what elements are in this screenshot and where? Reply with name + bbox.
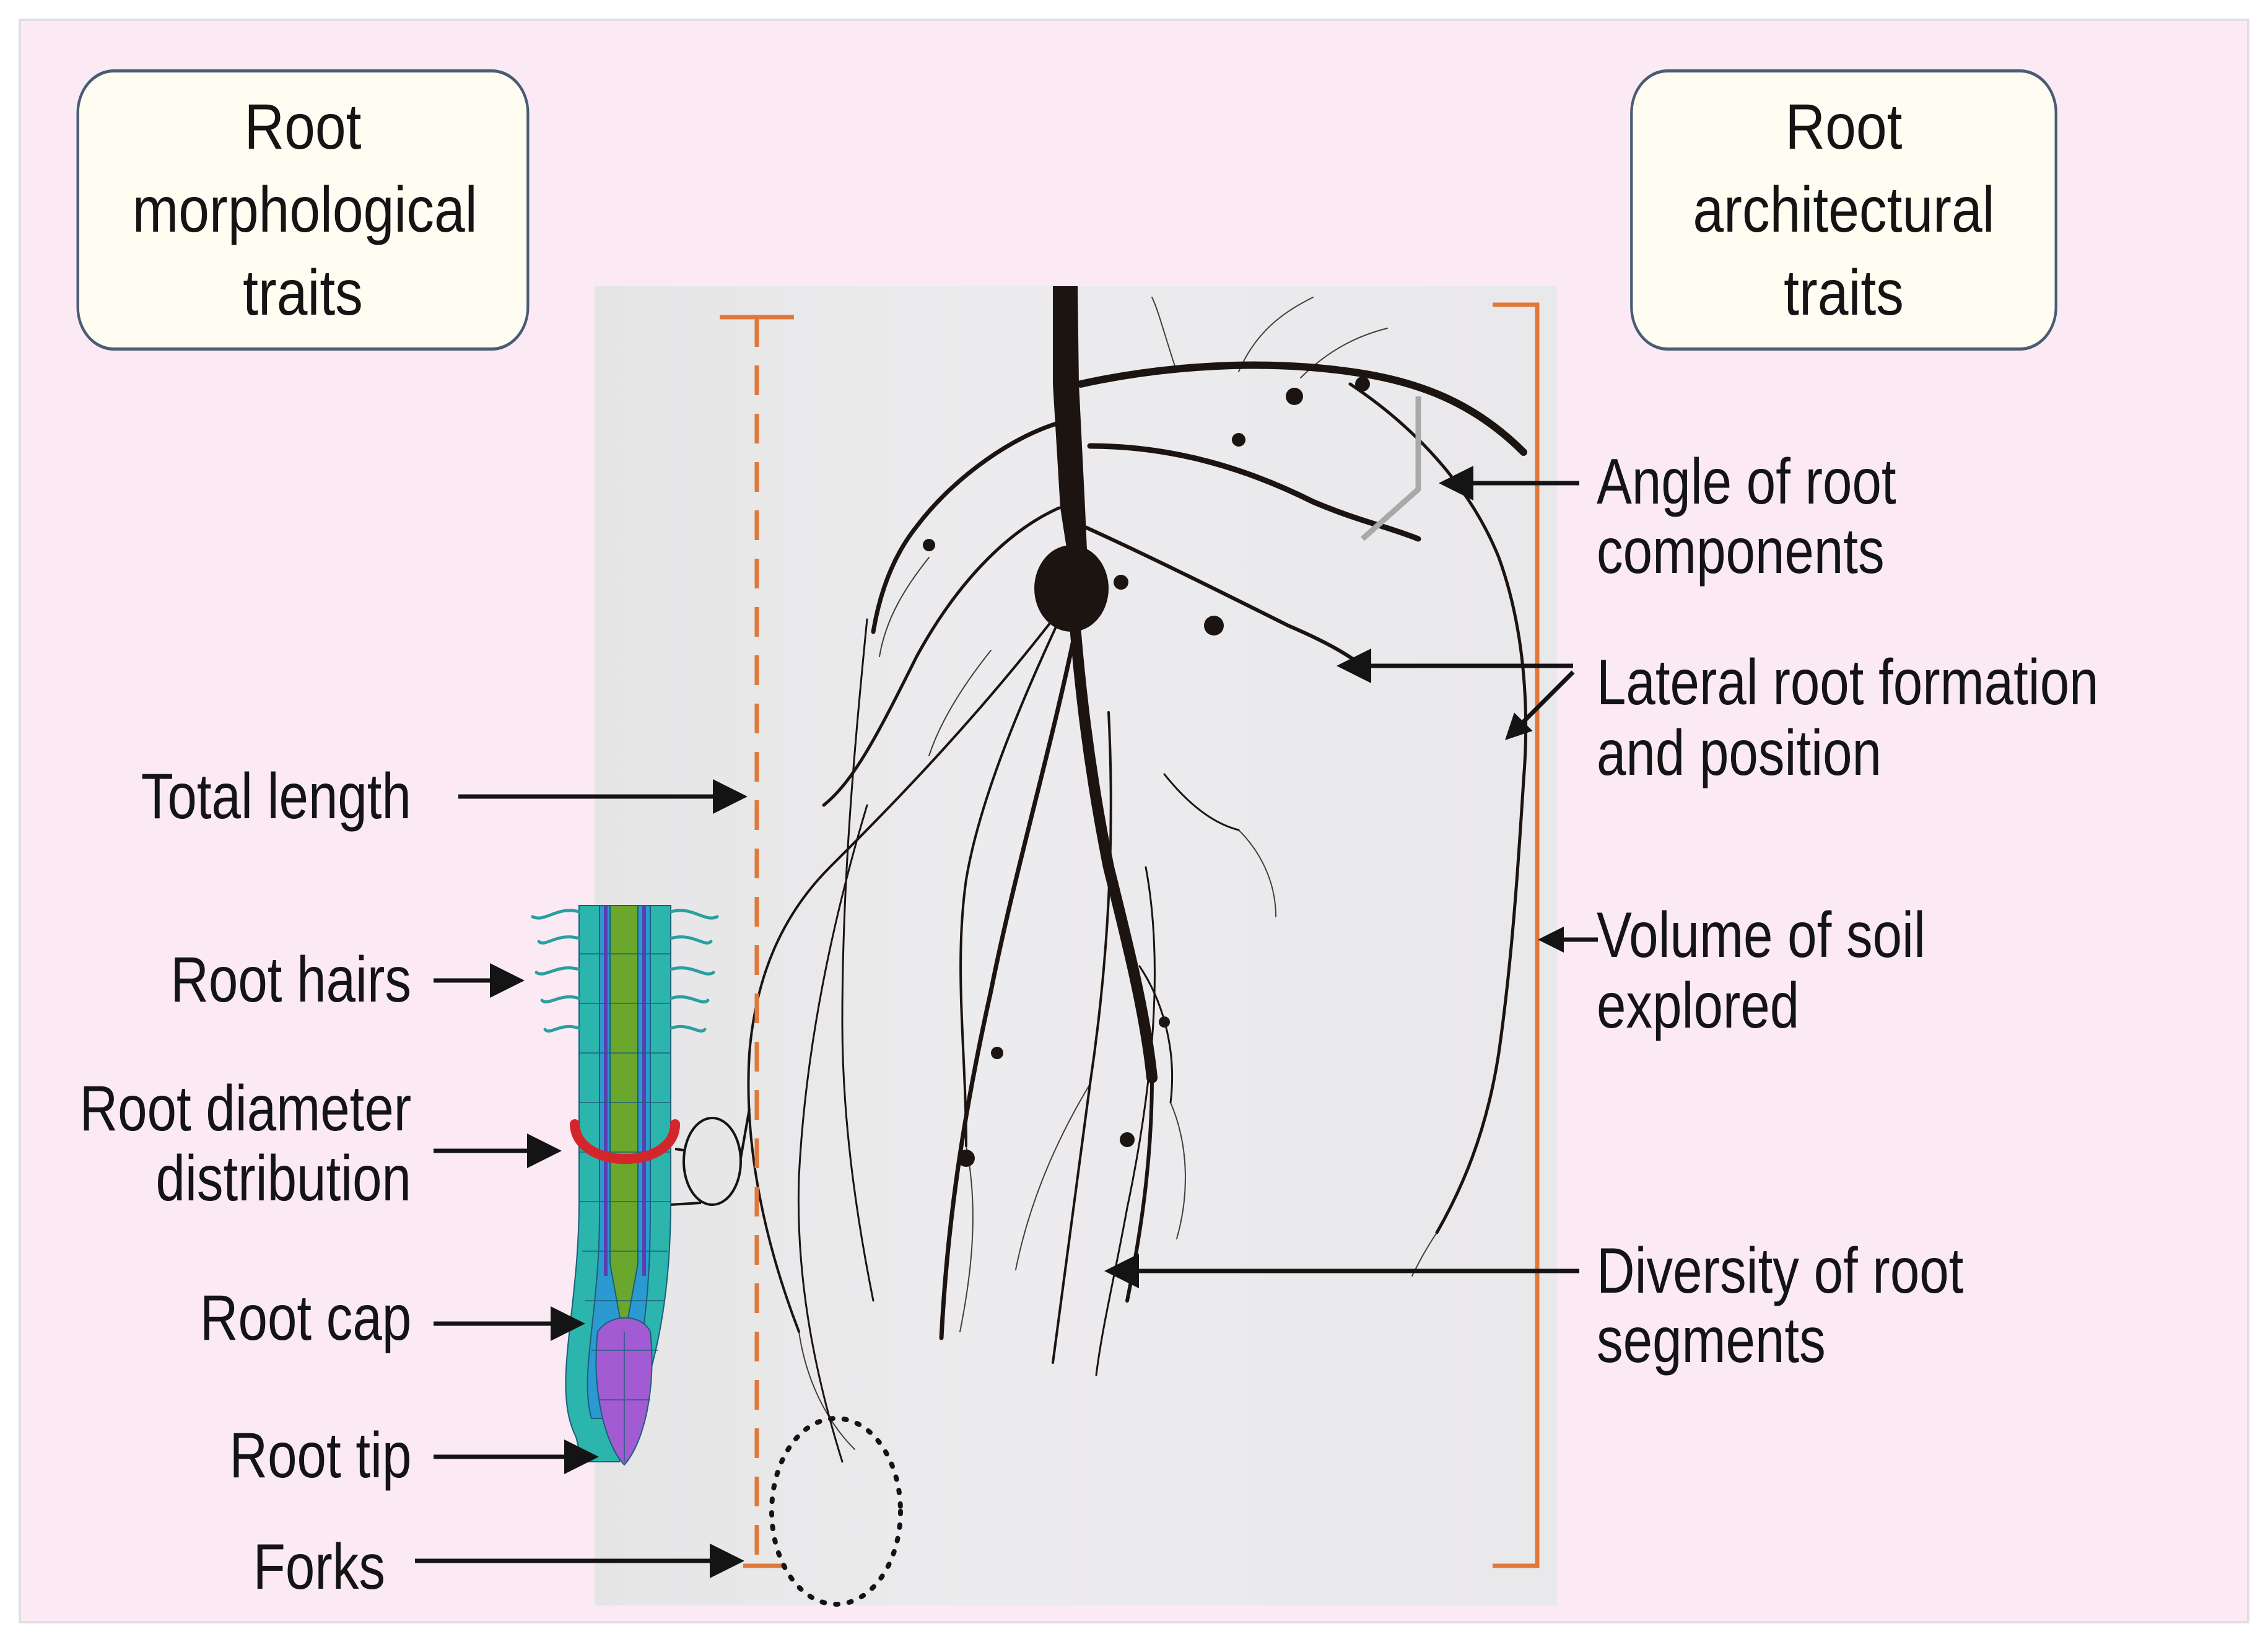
lateral-root <box>1138 965 1174 1104</box>
label-diversity-line2: segments <box>1597 1304 1826 1376</box>
root-nodule <box>923 539 935 551</box>
root-nodule <box>957 1150 975 1167</box>
root-hairs <box>531 909 719 1033</box>
morphological-traits-box: Root morphological traits <box>76 69 530 351</box>
fine-root <box>1151 297 1177 372</box>
root-nodule <box>1286 388 1303 405</box>
label-root-diameter-line2: distribution <box>155 1143 411 1215</box>
taproot <box>1065 552 1158 1083</box>
fine-root <box>928 650 992 756</box>
total-length-bracket <box>720 315 794 1568</box>
root-nodule <box>1204 616 1224 635</box>
lateral-root <box>1348 382 1528 1234</box>
root-endodermis <box>604 906 646 1276</box>
root-nodule <box>1114 575 1128 590</box>
root-system <box>747 286 1528 1463</box>
root-tip-illustration <box>531 905 719 1466</box>
root-nodule <box>1355 377 1370 391</box>
lateral-root <box>871 419 1068 634</box>
label-forks: Forks <box>253 1531 385 1603</box>
right-arrows <box>1104 466 1598 1288</box>
fine-root <box>798 1331 855 1450</box>
lateral-root <box>959 606 1066 1147</box>
lateral-root <box>1082 525 1364 668</box>
architectural-traits-box: Root architectural traits <box>1630 69 2057 351</box>
fine-root <box>879 557 930 657</box>
label-volume-line2: explored <box>1597 970 1800 1042</box>
label-lateral-line2: and position <box>1597 717 1882 789</box>
label-total-length: Total length <box>141 761 411 832</box>
root-stele <box>609 905 639 1332</box>
left-arrows <box>415 779 748 1578</box>
lateral-root <box>747 618 1054 1333</box>
fine-root <box>959 1145 974 1332</box>
diameter-callout <box>669 1108 751 1206</box>
label-root-hairs: Root hairs <box>170 944 411 1016</box>
root-diameter-marker <box>570 1119 680 1164</box>
fine-root <box>1238 829 1276 917</box>
label-angle-line2: components <box>1597 515 1885 587</box>
lateral-root <box>1095 866 1156 1376</box>
fine-root <box>1170 1102 1186 1239</box>
root-nodule <box>991 1047 1003 1059</box>
lateral-root <box>1087 443 1421 542</box>
lateral-root <box>1052 711 1112 1364</box>
label-lateral-line1: Lateral root formation <box>1597 647 2099 718</box>
forks-highlight-circle <box>769 1416 903 1607</box>
root-nodule <box>1159 1016 1170 1028</box>
fine-root <box>1300 328 1388 378</box>
taproot-crown <box>1053 286 1090 619</box>
label-diversity-line1: Diversity of root <box>1597 1235 1964 1307</box>
lateral-root <box>841 618 874 1302</box>
label-volume-line1: Volume of soil <box>1597 899 1926 971</box>
root-nodule <box>1232 433 1245 447</box>
label-root-tip: Root tip <box>229 1420 411 1491</box>
label-angle-line1: Angle of root <box>1597 446 1896 518</box>
fine-root <box>1015 1083 1091 1270</box>
lateral-root <box>1163 773 1240 831</box>
angle-marker <box>1361 396 1421 541</box>
morphological-traits-heading: Root morphological traits <box>132 91 478 329</box>
lateral-root <box>1077 361 1527 456</box>
lateral-root <box>797 804 868 1463</box>
label-root-cap: Root cap <box>199 1282 411 1354</box>
volume-bracket <box>1493 302 1540 1568</box>
arrow-lateral-2 <box>1505 670 1575 740</box>
label-root-diameter-line1: Root diameter <box>79 1073 411 1145</box>
lateral-root <box>939 617 1080 1340</box>
fine-root <box>1238 297 1314 372</box>
architectural-traits-heading: Root architectural traits <box>1693 91 1995 329</box>
root-nodule <box>1120 1132 1135 1147</box>
